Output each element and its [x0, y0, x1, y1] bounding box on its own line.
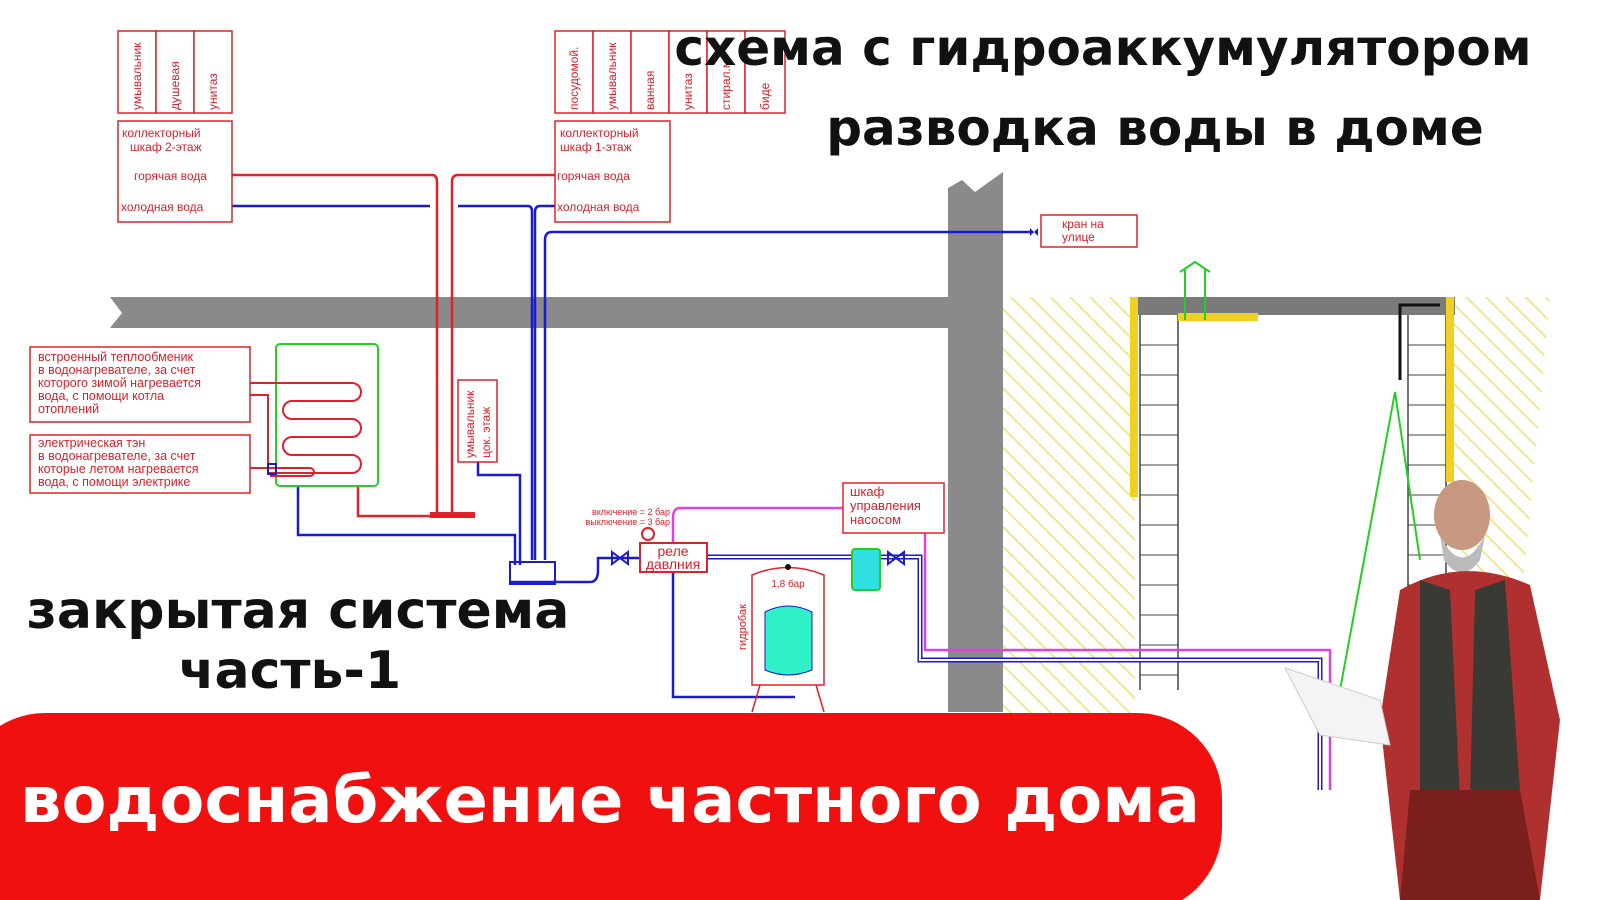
vent-pipe [1179, 260, 1211, 320]
banner [0, 713, 1222, 900]
pump-cabinet-label: шкаф [850, 484, 885, 499]
pump-cabinet-box [842, 482, 945, 534]
well-lid [1135, 297, 1455, 315]
tank-water [764, 605, 813, 676]
insulation-top [1178, 313, 1258, 321]
relay-label: реле [657, 543, 688, 559]
pressure-relay [639, 542, 708, 573]
cold-water-label: холодная вода [557, 200, 640, 214]
note-line: отоплений [38, 402, 99, 416]
cabinet-title: шкаф 2-этаж [130, 140, 202, 154]
pump-cabinet-label: управления [850, 498, 921, 513]
banner-text: водоснабжение частного дома [20, 764, 1200, 838]
tank-pressure: 1,8 бар [771, 578, 805, 590]
pressure-off: выключение = 3 бар [585, 517, 670, 527]
hot-collector [430, 512, 475, 518]
subtitle-line1: закрытая система [27, 581, 570, 641]
cabinet-title: шкаф 1-этаж [560, 140, 632, 154]
heat-exchanger-note-box [29, 346, 251, 423]
title-line1: схема с гидроаккумулятором [674, 19, 1531, 77]
pressure-on: включение = 2 бар [592, 507, 670, 517]
subtitle-line2: часть-1 [179, 641, 401, 701]
floor-slab [110, 297, 950, 328]
cold-pipe-outdoor [543, 230, 1030, 560]
relay-label: давлния [646, 556, 700, 572]
pressure-gauge-icon [641, 527, 655, 541]
cold-manifold [509, 561, 556, 585]
tank-pipe [671, 572, 795, 699]
fixture-label: умывальник [130, 42, 144, 110]
hot-water-label: горячая вода [134, 169, 207, 183]
insulation-left [1130, 297, 1138, 497]
fixture-label: стирал.м. [719, 57, 733, 110]
cabinet-title: коллекторный [122, 126, 201, 140]
fixture-label: душевая [168, 61, 182, 110]
fixture-label: унитаз [206, 73, 220, 110]
note-line: которые летом нагревается [38, 462, 199, 476]
floor1-fixtures [554, 30, 786, 223]
exterior-wall [948, 172, 1003, 712]
valve-icon [611, 550, 905, 566]
water-heater [275, 343, 379, 487]
note-line: которого зимой нагревается [38, 376, 201, 390]
basement-fixture-box [457, 379, 498, 463]
note-line: электрическая тэн [38, 436, 145, 450]
cold-pipe-1floor [458, 204, 555, 560]
cold-to-heater [296, 486, 517, 565]
insulation-right [1446, 297, 1454, 482]
fixture-label: посудомой. [567, 47, 581, 110]
floor2-fixtures [117, 30, 233, 223]
note-line: в водонагревателе, за счет [38, 449, 196, 463]
tank-valve-icon [785, 564, 791, 570]
heat-exchanger-note: встроенный теплообменик в водонагревател… [38, 350, 201, 416]
outdoor-tap-label: улице [1062, 230, 1095, 244]
hot-water-label: горячая вода [557, 169, 630, 183]
cold-basement [476, 462, 522, 565]
note-line: встроенный теплообменик [38, 350, 194, 364]
heating-element-connector [267, 463, 277, 475]
outdoor-valve-icon [1030, 228, 1038, 236]
note-line: вода, с помощи котла [38, 389, 164, 403]
hot-pipe-1floor [450, 173, 555, 515]
fixture-label: ванная [643, 71, 657, 110]
outdoor-tap-label: кран на [1062, 217, 1104, 231]
hot-pipe-2floor [232, 173, 439, 515]
basement-fixture-label: умывальник [463, 390, 477, 458]
fixture-label: умывальник [605, 42, 619, 110]
presenter-figure [1283, 480, 1560, 900]
cold-water-label: холодная вода [121, 200, 204, 214]
basement-fixture-label: цок. этаж [479, 407, 493, 458]
title-line2: разводка воды в доме [826, 99, 1484, 157]
heating-element [250, 467, 315, 477]
hot-manifold [356, 486, 475, 518]
main-supply [510, 556, 640, 584]
fixture-label: унитаз [681, 73, 695, 110]
tank-label: гидробак [737, 604, 749, 650]
fixture-label: биде [758, 82, 772, 110]
note-line: в водонагревателе, за счет [38, 363, 196, 377]
pump-cabinet-label: насосом [850, 512, 901, 527]
outdoor-tap-box [1040, 214, 1138, 248]
hook [1398, 303, 1440, 380]
filter [851, 548, 881, 591]
heat-exchanger-coil [250, 382, 362, 474]
heater-element-note: электрическая тэн в водонагревателе, за … [38, 436, 199, 489]
note-line: вода, с помощи электрике [38, 475, 190, 489]
tank-legs [751, 684, 825, 713]
heater-element-note-box [29, 434, 251, 494]
cabinet-title: коллекторный [560, 126, 639, 140]
